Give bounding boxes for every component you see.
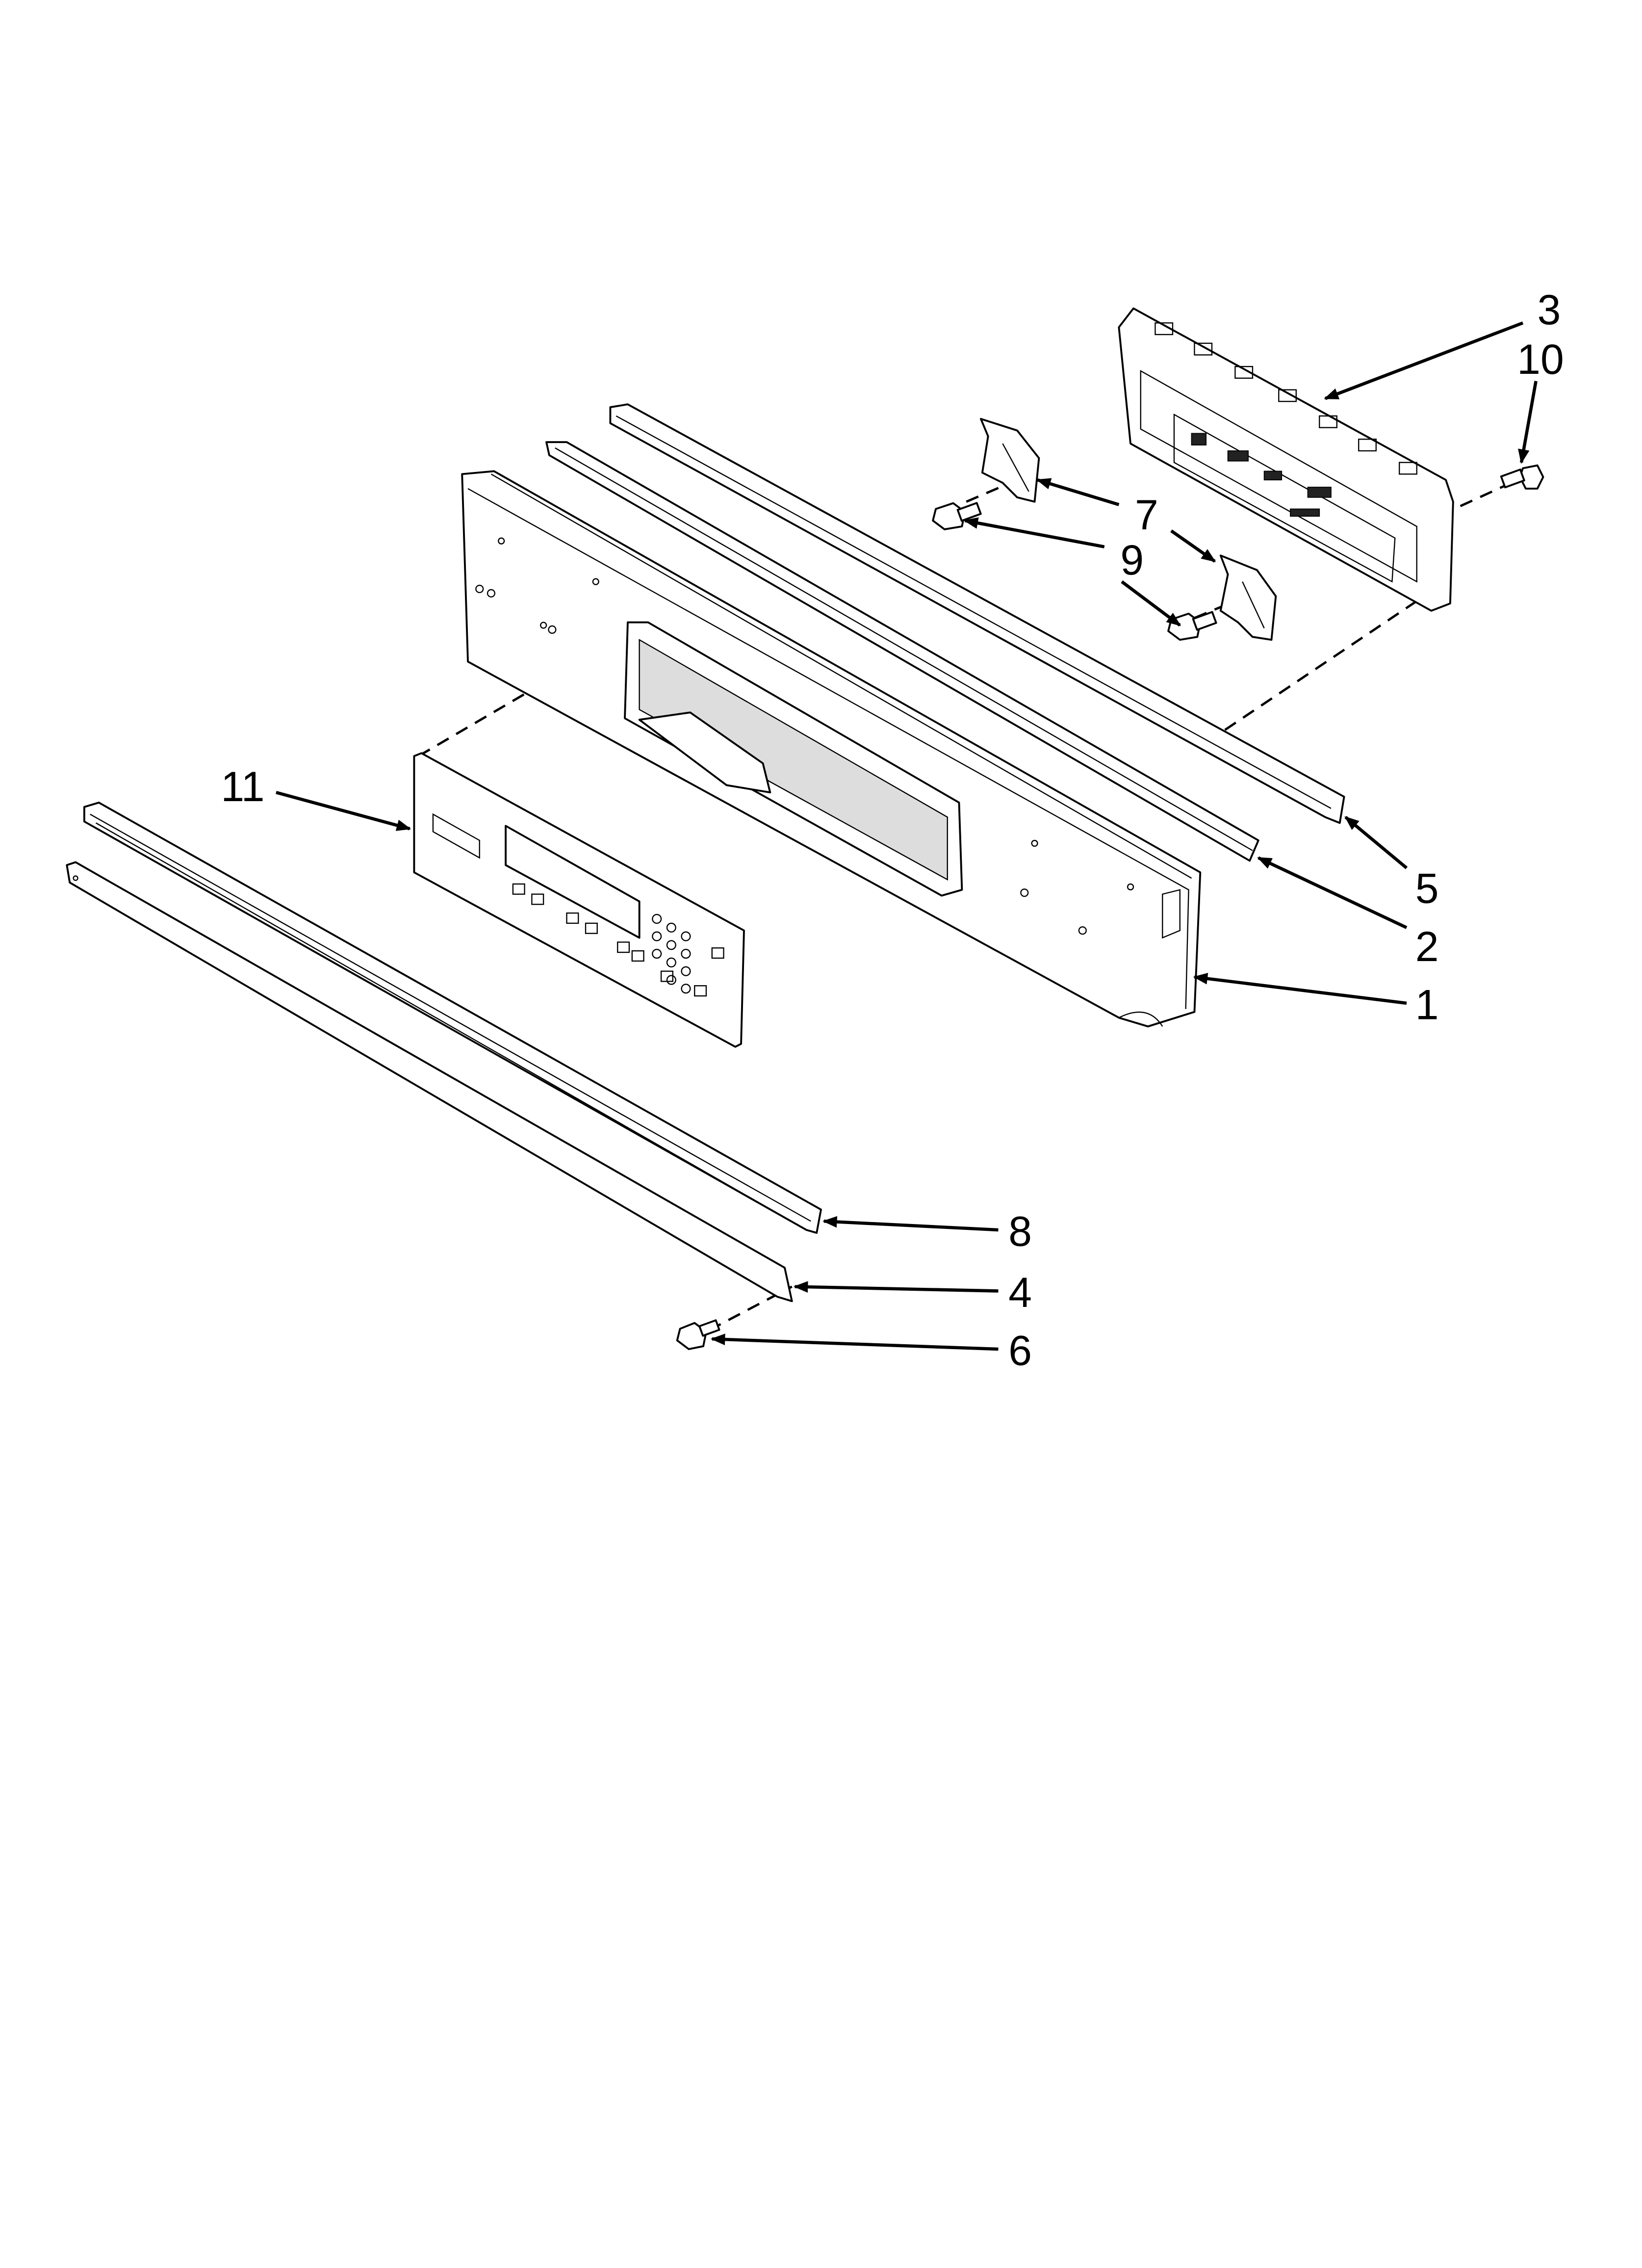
part-5-trim-strip [609, 403, 1345, 824]
callout-3: 3 [1538, 287, 1561, 334]
callout-1: 1 [1415, 981, 1439, 1028]
leader-4 [793, 1281, 999, 1293]
part-6-screw [676, 1319, 720, 1350]
callout-7: 7 [1135, 492, 1158, 539]
callout-10: 10 [1517, 336, 1564, 383]
leader-9a [963, 517, 1105, 548]
part-9-screw-upper [932, 502, 982, 530]
leader-5 [1344, 816, 1408, 869]
callout-6: 6 [1008, 1328, 1032, 1375]
part-4-lower-strip [66, 861, 793, 1303]
overlay-buttons [512, 883, 724, 997]
callout-labels: 3 10 7 9 11 5 2 1 8 4 6 [221, 287, 1564, 1374]
leader-1 [1193, 973, 1407, 1005]
part-10-screw [1500, 464, 1544, 490]
part-7-bracket-upper [979, 417, 1040, 503]
leader-11 [276, 791, 411, 831]
leader-9b [1121, 580, 1181, 627]
part-1-console-panel [461, 470, 1202, 1028]
part-2-strip [545, 441, 1259, 862]
leader-2 [1257, 856, 1408, 929]
leader-10 [1518, 381, 1538, 464]
part-8-lower-trim [83, 802, 822, 1234]
callout-9: 9 [1120, 537, 1144, 584]
panel-holes [475, 537, 1134, 935]
leader-7b [1170, 529, 1216, 563]
callout-2: 2 [1415, 923, 1439, 970]
callout-8: 8 [1008, 1208, 1032, 1255]
leader-7a [1036, 478, 1120, 506]
keypad [652, 913, 691, 994]
display-segments [1191, 433, 1332, 517]
callout-5: 5 [1415, 865, 1439, 912]
leader-8 [822, 1216, 999, 1232]
callout-4: 4 [1008, 1269, 1032, 1316]
module-tabs [1155, 322, 1417, 475]
leader-6 [710, 1333, 999, 1351]
part-11-control-overlay [413, 752, 745, 1048]
leader-3 [1324, 321, 1524, 400]
callout-11: 11 [221, 763, 264, 810]
part-7-bracket-lower [1219, 554, 1277, 641]
leader-arrows [276, 321, 1538, 1351]
part-3-control-module [1118, 307, 1454, 612]
part-9-screw-lower [1167, 611, 1217, 641]
